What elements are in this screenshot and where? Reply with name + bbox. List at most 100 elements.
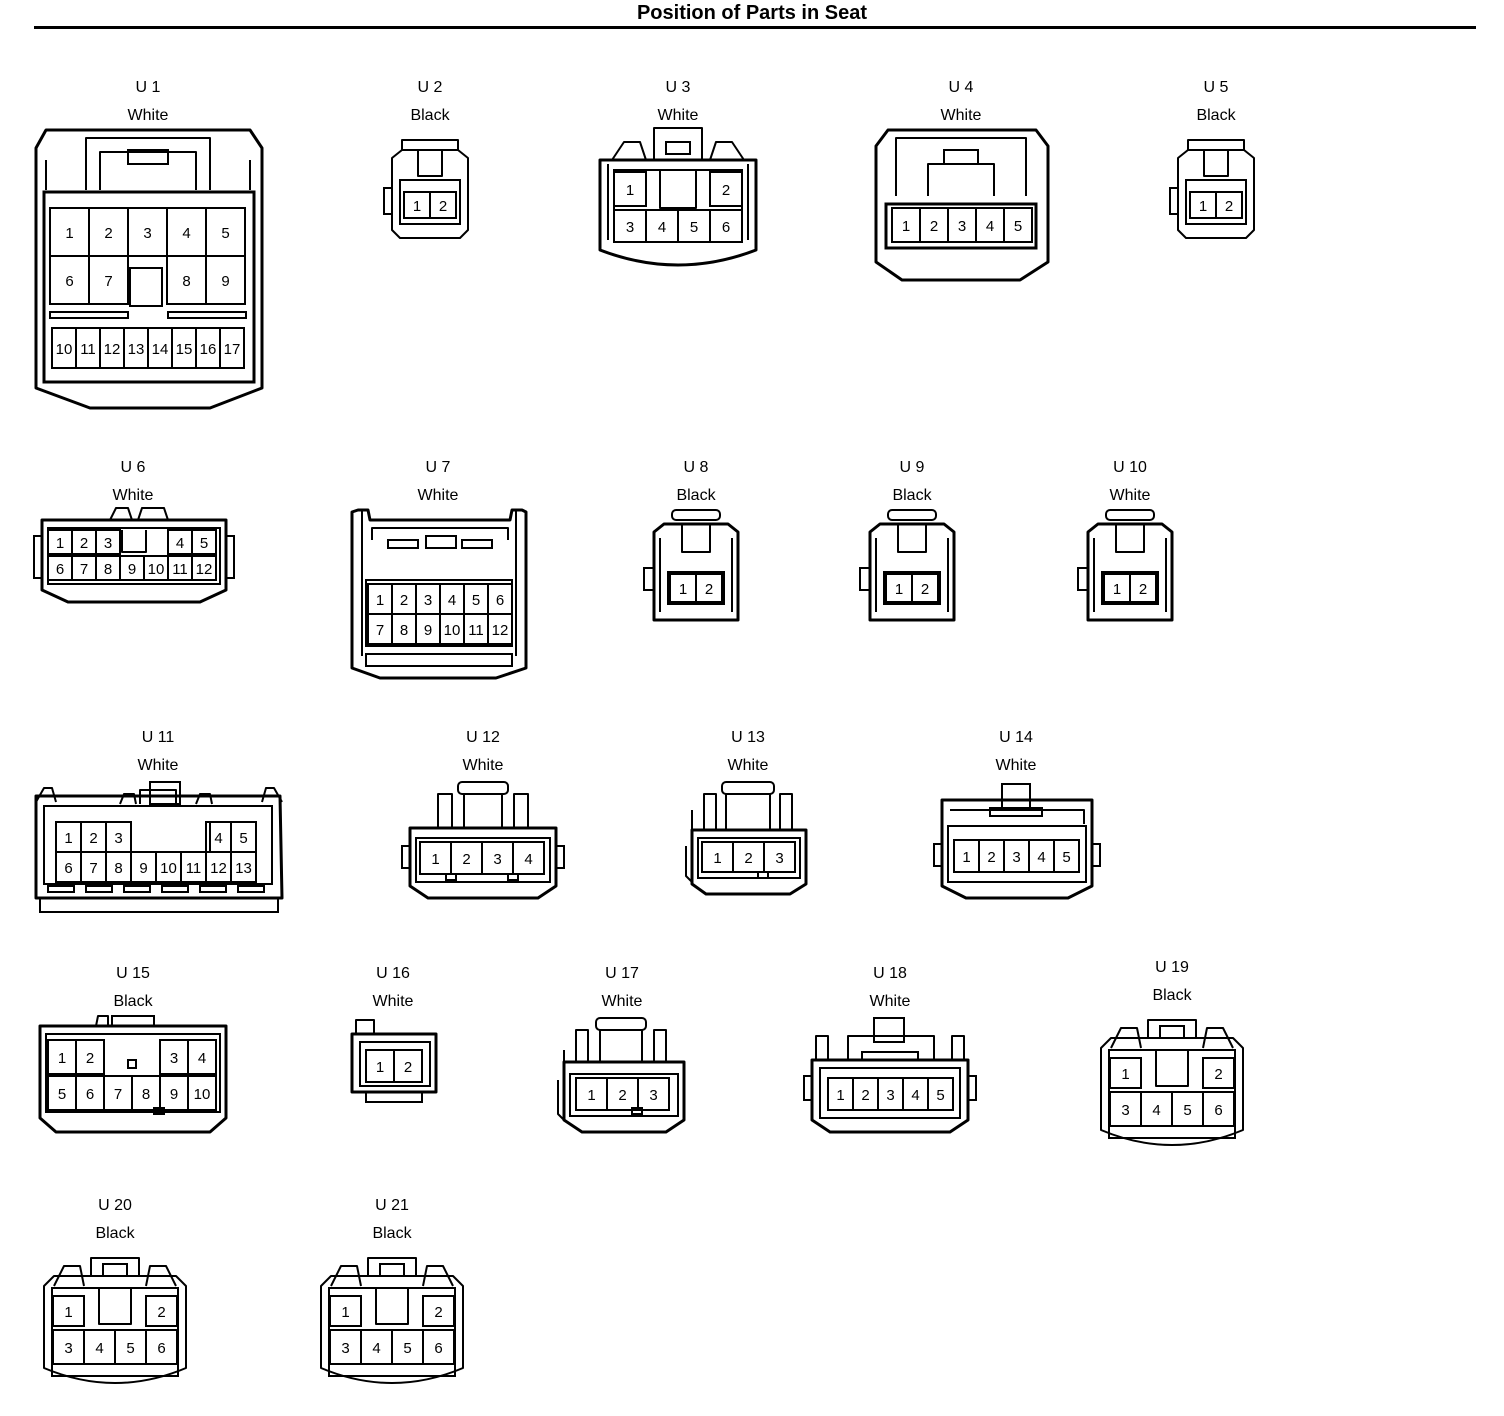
pin-label: 1 [341,1304,349,1321]
connector-id: U 14 [999,729,1033,746]
connector-color: Black [676,487,716,504]
pin-label: 6 [496,592,504,609]
pin-label: 2 [1139,581,1147,598]
pin-label: 12 [210,860,227,877]
pin-label: 4 [1037,849,1045,866]
pin-label: 6 [434,1340,442,1357]
connector-color: White [113,487,154,504]
pin-label: 3 [170,1050,178,1067]
pin-label: 16 [200,341,217,358]
pin-label: 11 [80,341,96,358]
pin-label: 5 [472,592,480,609]
pin-label: 12 [492,622,509,639]
pin-label: 2 [462,851,470,868]
pin-label: 1 [679,581,687,598]
connector-id: U 9 [900,459,925,476]
pin-label: 3 [626,219,634,236]
pin-label: 5 [1014,218,1022,235]
pin-label: 11 [172,561,188,578]
connector-color: Black [1196,107,1236,124]
pin-label: 4 [448,592,456,609]
pin-label: 13 [235,860,252,877]
pin-label: 1 [376,1059,384,1076]
pin-label: 7 [104,273,112,290]
pin-label: 14 [152,341,169,358]
pin-label: 4 [372,1340,380,1357]
pin-label: 8 [182,273,190,290]
pin-label: 4 [198,1050,206,1067]
pin-label: 3 [886,1087,894,1104]
pin-label: 6 [157,1340,165,1357]
pin-label: 10 [160,860,177,877]
connector-color: White [870,993,911,1010]
pin-label: 5 [690,219,698,236]
pin-label: 1 [836,1087,844,1104]
pin-label: 6 [86,1086,94,1103]
connector-id: U 4 [949,79,974,96]
pin-label: 9 [139,860,147,877]
pin-label: 2 [987,849,995,866]
pin-label: 3 [958,218,966,235]
pin-label: 1 [1113,581,1121,598]
pin-label: 3 [64,1340,72,1357]
connector-color: White [602,993,643,1010]
pin-label: 5 [239,830,247,847]
connector-color: White [418,487,459,504]
pin-label: 15 [176,341,193,358]
pin-label: 2 [618,1087,626,1104]
connector-id: U 16 [376,965,410,982]
pin-label: 4 [214,830,222,847]
pin-label: 8 [114,860,122,877]
pin-label: 5 [126,1340,134,1357]
connector-id: U 17 [605,965,639,982]
pin-label: 4 [911,1087,919,1104]
pin-label: 1 [626,182,634,199]
pin-label: 3 [341,1340,349,1357]
connector-id: U 12 [466,729,500,746]
connector-color: Black [113,993,153,1010]
pin-label: 6 [65,273,73,290]
pin-label: 6 [56,561,64,578]
pin-label: 1 [713,850,721,867]
connector-id: U 1 [136,79,161,96]
pin-label: 2 [86,1050,94,1067]
pin-label: 4 [1152,1102,1160,1119]
connector-color: White [138,757,179,774]
pin-label: 5 [221,225,229,242]
pin-label: 7 [80,561,88,578]
pin-label: 10 [444,622,461,639]
pin-label: 4 [95,1340,103,1357]
connector-id: U 10 [1113,459,1147,476]
pin-label: 10 [194,1086,211,1103]
pin-label: 1 [431,851,439,868]
title-rule [34,26,1476,29]
pin-label: 2 [921,581,929,598]
pin-label: 2 [722,182,730,199]
connector-id: U 8 [684,459,709,476]
pin-label: 1 [1199,198,1207,215]
connector-id: U 7 [426,459,451,476]
pin-label: 3 [424,592,432,609]
pin-label: 7 [89,860,97,877]
pin-label: 2 [104,225,112,242]
connector-id: U 20 [98,1197,132,1214]
pin-label: 4 [986,218,994,235]
pin-label: 2 [434,1304,442,1321]
connector-color: White [658,107,699,124]
pin-label: 2 [1225,198,1233,215]
pin-label: 6 [1214,1102,1222,1119]
pin-label: 1 [962,849,970,866]
pin-label: 5 [58,1086,66,1103]
pin-label: 1 [65,225,73,242]
pin-label: 9 [170,1086,178,1103]
